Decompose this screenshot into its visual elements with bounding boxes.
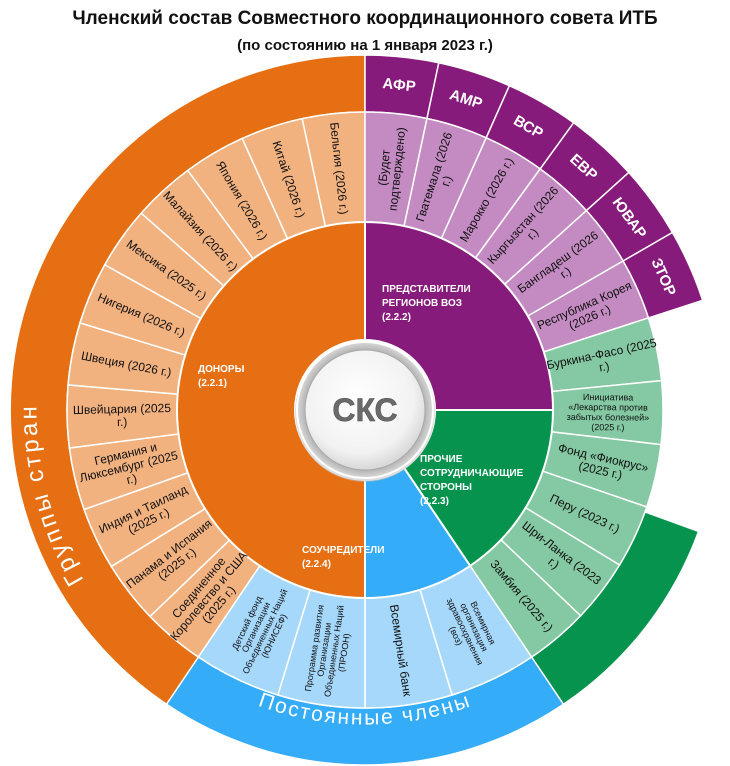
group-label-donors: ДОНОРЫ(2.2.1) (198, 364, 245, 389)
page-title: Членский состав Совместного координацион… (72, 8, 658, 29)
title-block: Членский состав Совместного координацион… (0, 8, 730, 54)
group-regions (364, 220, 555, 411)
center-hub: СКС (295, 341, 435, 482)
page-subtitle: (по состоянию на 1 января 2023 г.) (237, 37, 493, 54)
group-ring (176, 220, 555, 600)
member-ring (66, 111, 664, 709)
region-code-label: АФР (382, 75, 417, 95)
center-label: СКС (332, 392, 397, 428)
group-label-cosponsors: СОУЧРЕДИТЕЛИ(2.2.4) (302, 545, 384, 570)
donor-member-label: Швейцария (2025г.) (73, 401, 172, 430)
